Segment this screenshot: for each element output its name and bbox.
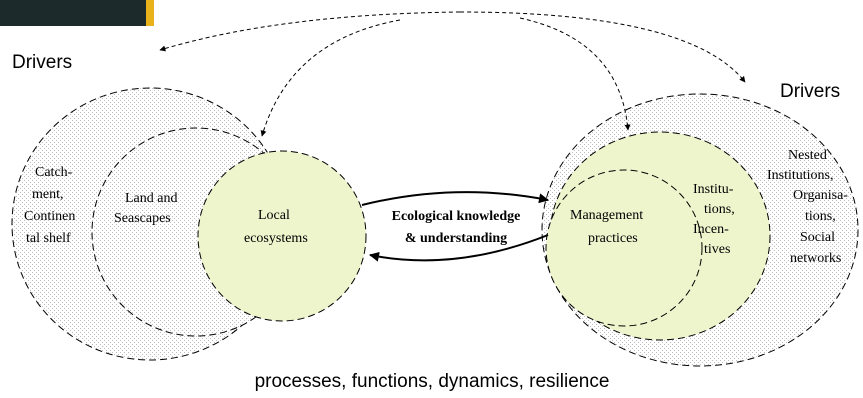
left-middle-label: Land and Seascapes [114,191,177,226]
left-outer-label: Catch- ment, Continen tal shelf [24,165,75,246]
svg-text:tions,: tions, [704,202,735,217]
svg-text:tal shelf: tal shelf [26,231,71,246]
arrow-to-left [369,234,549,262]
svg-text:Nested: Nested [788,148,827,163]
svg-text:networks: networks [790,251,841,266]
svg-text:ment,: ment, [32,187,64,202]
knowledge-arrows [361,191,549,262]
right-drivers-label: Drivers [780,81,840,102]
svg-text:Catch-: Catch- [35,165,73,180]
svg-text:Land and: Land and [125,191,177,206]
svg-text:& understanding: & understanding [405,231,507,246]
center-label: Ecological knowledge & understanding [392,209,521,246]
svg-text:tions,: tions, [805,209,836,224]
connector-drivers-right [459,11,746,83]
svg-text:Institutions,: Institutions, [767,168,834,183]
left-inner-ellipse [197,150,367,322]
right-inner-label: Management practices [570,208,643,246]
left-drivers-label: Drivers [12,52,72,73]
svg-text:Management: Management [570,208,643,223]
svg-text:Continen: Continen [24,209,75,224]
svg-text:Organisa-: Organisa- [793,188,848,203]
svg-text:ecosystems: ecosystems [244,231,308,246]
svg-text:practices: practices [588,231,638,246]
svg-text:Incen-: Incen- [693,222,729,237]
footer-caption: processes, functions, dynamics, resilien… [255,371,610,392]
svg-text:Ecological knowledge: Ecological knowledge [392,209,521,224]
svg-text:tives: tives [704,242,730,257]
svg-text:Institu-: Institu- [693,182,734,197]
right-middle-label: Institu- tions, Incen- tives [693,182,735,257]
svg-text:Social: Social [800,230,835,245]
right-outer-label: Nested Institutions, Organisa- tions, So… [767,148,848,266]
connector-local-ecosystems [260,19,401,137]
connector-management-practices [519,17,631,131]
left-inner-label: Local ecosystems [244,208,308,246]
connector-drivers-left [159,11,461,52]
svg-text:Local: Local [258,208,290,223]
driver-connectors [159,11,746,137]
arrow-to-right [361,191,549,206]
right-inner-ellipse [545,169,703,327]
right-cluster [541,93,859,367]
left-cluster [11,87,367,361]
corner-logo [0,0,154,26]
svg-text:Seascapes: Seascapes [114,211,171,226]
